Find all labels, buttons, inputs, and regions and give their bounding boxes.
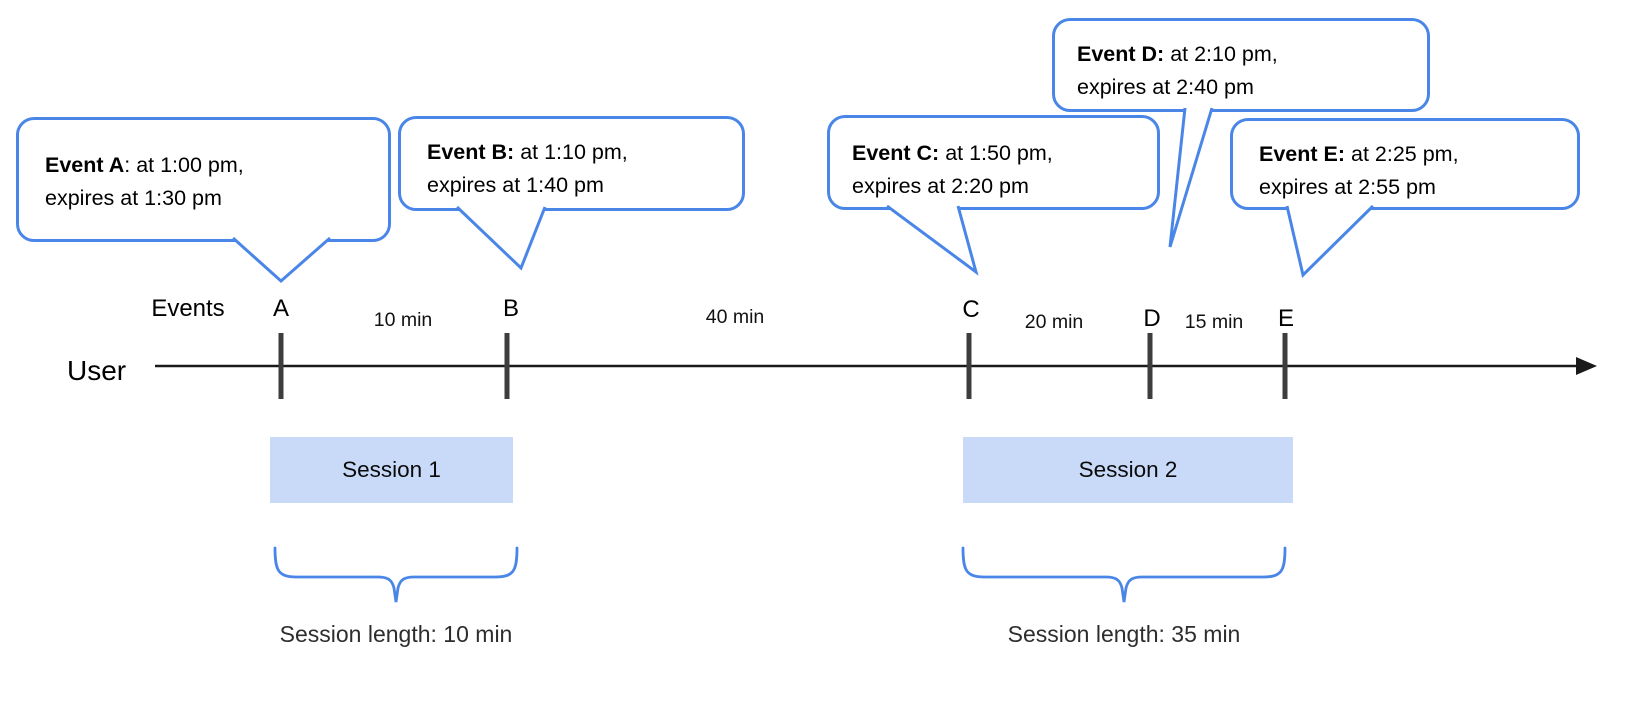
events-row-label: Events: [151, 295, 225, 322]
callout-event-d-expiry: expires at 2:40 pm: [1077, 75, 1254, 99]
callout-event-b: Event B: at 1:10 pm, expires at 1:40 pm: [398, 116, 745, 211]
callout-event-b-time: at 1:10 pm,: [514, 140, 628, 164]
event-letter-c: C: [962, 296, 980, 323]
event-letter-e: E: [1277, 305, 1295, 332]
session-1-label: Session 1: [342, 457, 441, 482]
callout-event-a-expiry: expires at 1:30 pm: [45, 186, 222, 210]
interval-d-e: 15 min: [1184, 311, 1244, 333]
callout-event-e-expiry: expires at 2:55 pm: [1259, 175, 1436, 199]
callout-event-d-title: Event D:: [1077, 42, 1165, 66]
callout-event-d-time: at 2:10 pm,: [1164, 42, 1278, 66]
callout-event-d: Event D: at 2:10 pm, expires at 2:40 pm: [1052, 18, 1430, 112]
callout-event-c-title: Event C:: [852, 141, 940, 165]
callout-event-e-title: Event E:: [1259, 142, 1346, 166]
callout-tail-a: [231, 236, 331, 284]
session-2-length-caption: Session length: 35 min: [1007, 621, 1241, 647]
session-1-box: Session 1: [270, 437, 513, 503]
callout-event-b-expiry: expires at 1:40 pm: [427, 173, 604, 197]
callout-event-a-time: : at 1:00 pm,: [124, 153, 244, 177]
callout-event-e: Event E: at 2:25 pm, expires at 2:55 pm: [1230, 118, 1580, 210]
interval-a-b: 10 min: [373, 309, 433, 331]
callout-tail-b: [455, 205, 547, 271]
callout-event-c-expiry: expires at 2:20 pm: [852, 174, 1029, 198]
callout-event-b-title: Event B:: [427, 140, 515, 164]
interval-b-c: 40 min: [705, 306, 765, 328]
brace-session-2: [961, 546, 1287, 603]
brace-session-1: [273, 546, 519, 603]
event-letter-d: D: [1143, 305, 1161, 332]
event-letter-a: A: [272, 295, 290, 322]
callout-event-a: Event A: at 1:00 pm, expires at 1:30 pm: [16, 117, 391, 242]
session-1-length-caption: Session length: 10 min: [279, 621, 513, 647]
session-2-box: Session 2: [963, 437, 1293, 503]
callout-tail-d: [1168, 107, 1214, 248]
callout-event-a-title: Event A: [45, 153, 125, 177]
timeline-arrowhead-icon: [1576, 357, 1597, 375]
callout-tail-e: [1285, 204, 1375, 278]
callout-event-c-time: at 1:50 pm,: [939, 141, 1053, 165]
session-2-label: Session 2: [1078, 457, 1178, 482]
user-axis-label: User: [67, 355, 127, 386]
event-letter-b: B: [502, 295, 520, 322]
callout-event-e-time: at 2:25 pm,: [1345, 142, 1459, 166]
interval-c-d: 20 min: [1024, 311, 1084, 333]
callout-event-c: Event C: at 1:50 pm, expires at 2:20 pm: [827, 115, 1160, 210]
callout-tail-c: [886, 204, 979, 276]
